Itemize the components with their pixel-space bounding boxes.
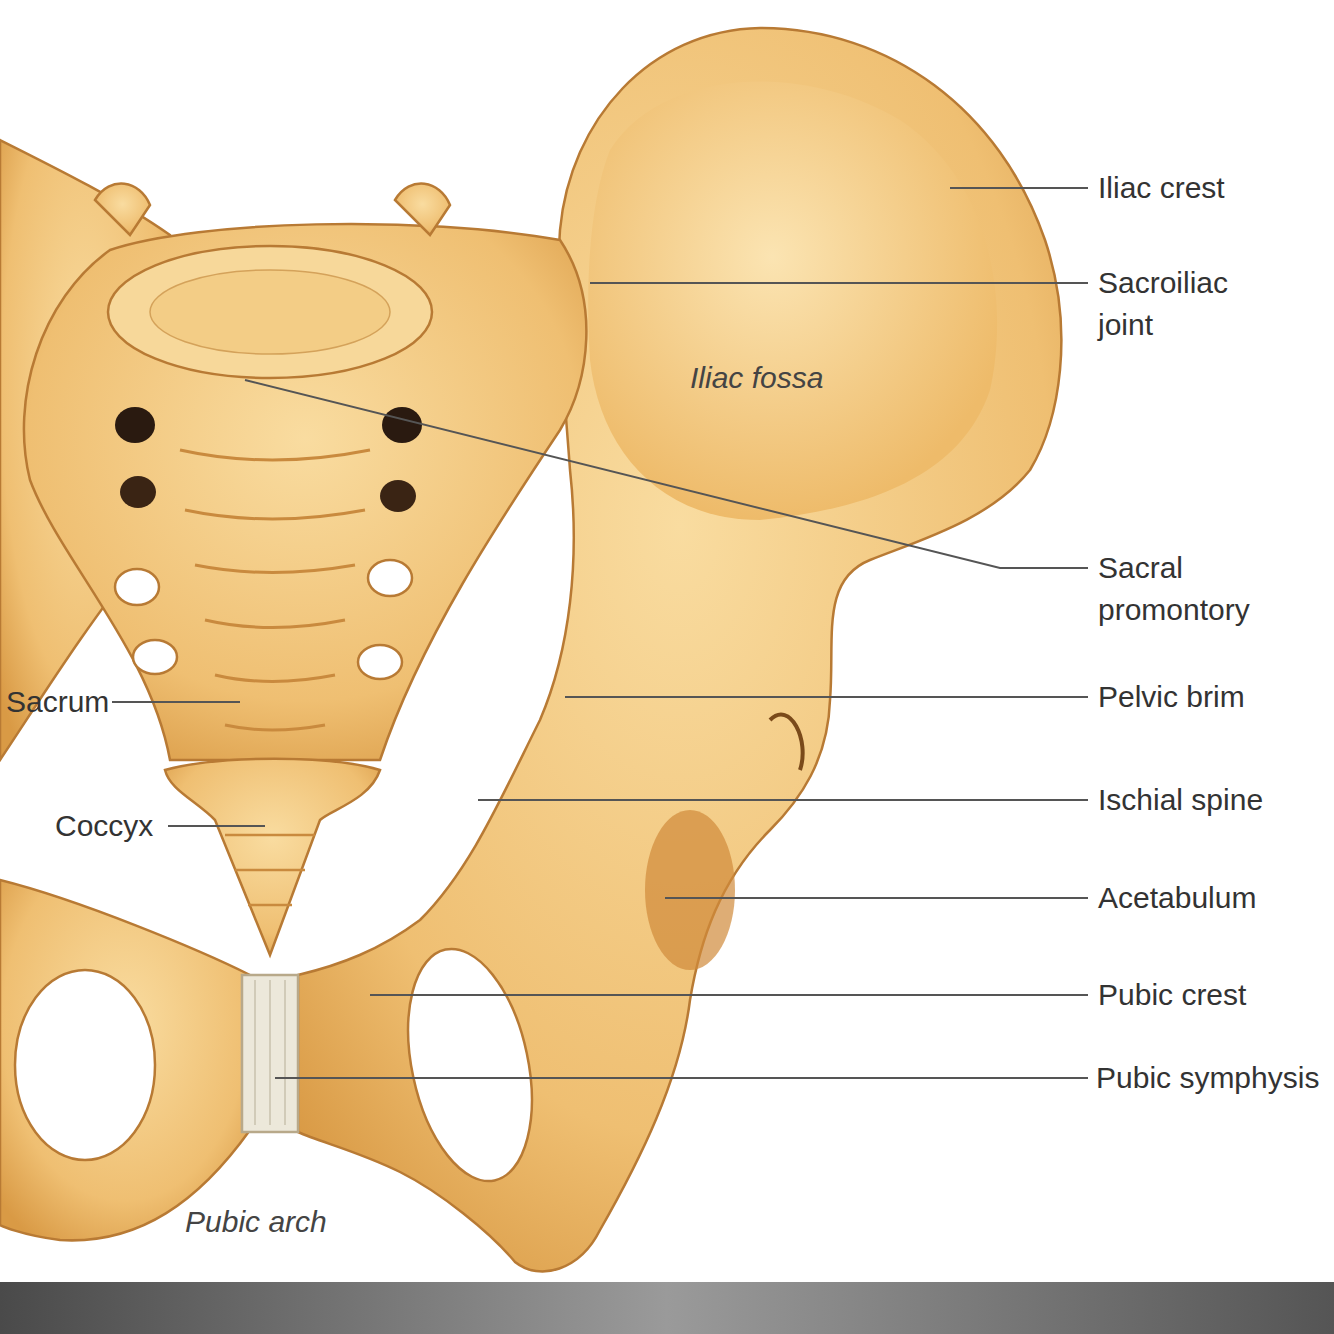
- part-label: Pelvic brim: [1098, 676, 1245, 718]
- region-label: Iliac fossa: [690, 357, 823, 399]
- bones: [0, 28, 1061, 1272]
- part-label: Ischial spine: [1098, 779, 1263, 821]
- leader-lines: [112, 188, 1088, 1078]
- part-label: Iliac crest: [1098, 167, 1225, 209]
- part-label: Acetabulum: [1098, 877, 1256, 919]
- part-label: Sacroiliac joint: [1098, 262, 1273, 346]
- part-label: Sacral promontory: [1098, 547, 1298, 631]
- region-label: Pubic arch: [185, 1201, 327, 1243]
- part-label: Pubic crest: [1098, 974, 1246, 1016]
- part-label: Pubic symphysis: [1096, 1057, 1319, 1099]
- footer-bar: [0, 1282, 1334, 1334]
- part-label: Coccyx: [55, 805, 153, 847]
- part-label: Sacrum: [6, 681, 109, 723]
